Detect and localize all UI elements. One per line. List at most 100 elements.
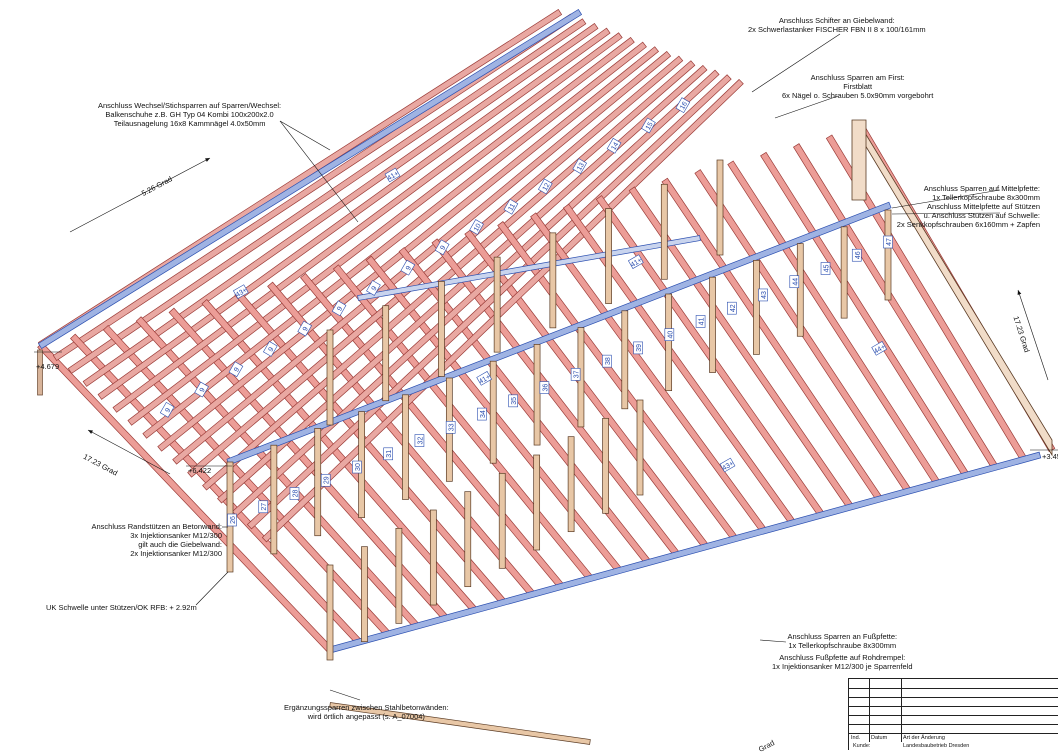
beam-label-box: [232, 284, 249, 299]
rafter-front-slope: [398, 247, 651, 565]
beam-label-box: [384, 167, 401, 183]
note-ergaenzung: Ergänzungssparren zwischen Stahlbetonwän…: [284, 703, 449, 721]
rafter-label-text: 13: [576, 162, 586, 172]
beam-label: 41+: [384, 167, 401, 183]
note-mittelpfette-line5: 2x Senkkopfschrauben 6x160mm + Zapfen: [896, 220, 1040, 229]
post-label-text: 36: [542, 384, 549, 392]
rafter-left-slope: [142, 41, 647, 439]
post-label-text: 38: [605, 357, 612, 365]
post-label-text: 26: [230, 516, 237, 524]
post-label: 40: [664, 328, 674, 341]
rafter-left-slope: [246, 74, 732, 530]
note-schwelle: UK Schwelle unter Stützen/OK RFB: + 2.92…: [46, 603, 197, 612]
stud-inner-wall: [382, 305, 390, 402]
stud-middle-wall: [709, 276, 716, 373]
post-label-text: 31: [386, 450, 393, 458]
leader-line: [279, 120, 331, 151]
leader-line: [279, 120, 359, 223]
note-mittelpfette-line4: u. Anschluss Stützen auf Schwelle:: [923, 211, 1040, 220]
rafter-label-text: 9: [268, 346, 276, 353]
rafter-label-text: 11: [507, 202, 517, 212]
note-wechsel-line3: Teilausnagelung 16x8 Kammnägel 4.0x50mm: [113, 119, 266, 128]
rafter-label: 15: [641, 117, 656, 134]
stud-front-wall: [636, 399, 644, 496]
rafter-label: 16: [675, 97, 691, 114]
stud-inner-wall: [326, 329, 334, 426]
beam-label: 41+: [476, 371, 493, 386]
left-end-post: [37, 349, 43, 396]
post-label: 39: [633, 341, 643, 355]
note-first-line1: Anschluss Sparren am First:: [810, 73, 905, 82]
rafter-label: 9: [434, 239, 450, 256]
rafter-label: 9: [331, 300, 347, 317]
stud-middle-wall: [665, 293, 673, 392]
note-fusspfette-line4: 1x Injektionsanker M12/300 je Sparrenfel…: [772, 662, 913, 671]
stud-front-wall: [361, 546, 368, 643]
middle-purlin: [226, 201, 892, 466]
note-fusspfette-line1: Anschluss Sparren an Fußpfette:: [787, 632, 898, 641]
stud-front-wall: [395, 527, 403, 624]
note-wechsel-line2: Balkenschuhe z.B. GH Typ 04 Kombi 100x20…: [105, 110, 274, 119]
rafters-group: [37, 8, 1056, 653]
beam-label-text: 41+: [386, 170, 400, 182]
dim-arrow-left-head: [88, 430, 93, 434]
post-label: 30: [352, 460, 362, 474]
post-label-text: 40: [667, 331, 674, 339]
post-label: 38: [602, 354, 612, 368]
note-fusspfette-line3: Anschluss Fußpfette auf Rohdrempel:: [779, 653, 906, 662]
note-first-line2: Firstblatt: [843, 82, 873, 91]
post-label-box: [851, 248, 862, 262]
note-schifter: Anschluss Schifter an Giebelwand: 2x Sch…: [748, 16, 926, 34]
post-label: 45: [820, 262, 831, 275]
post-label: 33: [445, 421, 456, 434]
rafter-left-slope: [157, 46, 660, 452]
rafter-label-box: [366, 280, 381, 296]
stud-front-wall: [429, 509, 437, 606]
post-label: 47: [883, 235, 893, 249]
eave-purlin: [37, 8, 583, 350]
rafter-label-box: [331, 300, 347, 317]
post-label-text: 45: [824, 264, 831, 272]
beams-group: [37, 8, 1042, 654]
rafter-left-slope: [82, 22, 599, 387]
post-label-box: [820, 262, 831, 275]
post-label-text: 27: [261, 503, 268, 511]
note-ergaenzung-line1: Ergänzungssparren zwischen Stahlbetonwän…: [284, 703, 449, 712]
post-label: 31: [383, 447, 393, 461]
rafter-label-box: [641, 117, 656, 134]
post-label: 37: [570, 368, 581, 381]
tb-row: [849, 697, 1058, 707]
rafter-left-slope: [202, 60, 696, 491]
stud-middle-wall: [489, 360, 497, 464]
rafter-left-slope: [127, 36, 635, 426]
leader-line: [195, 571, 229, 606]
beam-label: 43+: [232, 284, 249, 299]
rafter-label: 12: [538, 178, 553, 195]
dim-arrow-top: [69, 157, 211, 233]
rafter-label-box: [606, 137, 622, 154]
post-label-text: 42: [730, 304, 737, 312]
post-label-box: [789, 275, 800, 289]
stud-middle-wall: [402, 394, 409, 500]
rafter-label-box: [538, 178, 553, 195]
stud-inner-wall: [716, 159, 724, 256]
tb-header-ind: Ind.: [851, 735, 861, 741]
note-first-line3: 6x Nägel o. Schrauben 5.0x90mm vorgebohr…: [782, 91, 934, 100]
rafter-left-slope: [112, 32, 623, 413]
post-label-box: [258, 500, 269, 514]
post-label-text: 32: [417, 437, 424, 445]
post-label-text: 39: [636, 344, 643, 352]
post-label: 26: [227, 513, 237, 527]
tb-kunde-label: Kunde:: [853, 743, 871, 749]
post-label-text: 46: [855, 251, 862, 259]
rafter-label-text: 16: [679, 101, 689, 111]
stud-middle-wall: [796, 243, 804, 337]
post-label-box: [758, 288, 768, 302]
stud-inner-wall: [660, 183, 668, 280]
stud-middle-wall: [840, 226, 848, 319]
post-label-box: [883, 235, 893, 249]
stud-front-wall: [498, 472, 506, 569]
beam-label-box: [627, 254, 644, 269]
note-mittelpfette-line3: Anschluss Mittelpfette auf Stützen: [927, 202, 1040, 211]
tb-kunde-value: Landesbaubetrieb Dresden: [903, 743, 970, 749]
